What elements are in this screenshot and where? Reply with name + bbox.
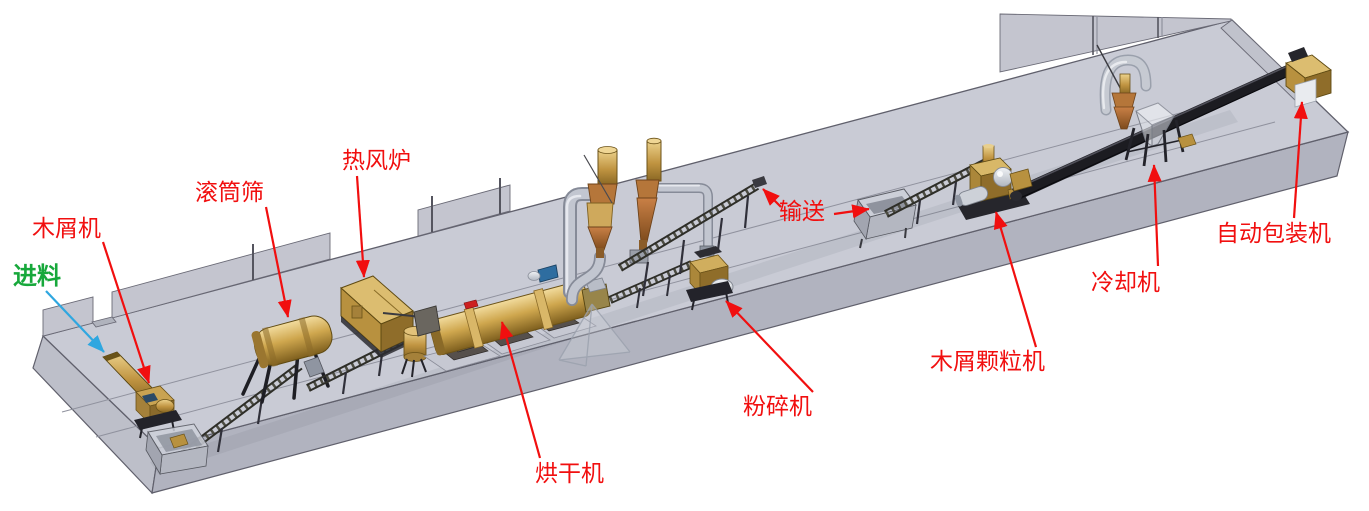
arrow-drum-screen bbox=[264, 206, 292, 318]
label-pellet-mill: 木屑颗粒机 bbox=[930, 349, 1045, 375]
cooler-duct bbox=[1099, 54, 1152, 116]
label-conveyor: 输送 bbox=[779, 199, 825, 225]
label-drum-screen: 滚筒筛 bbox=[195, 180, 264, 206]
hot-air-furnace-machine bbox=[340, 275, 433, 378]
burner-cylinder bbox=[401, 326, 427, 378]
wood-chipper-machine bbox=[102, 351, 209, 476]
arrow-conveyor-right bbox=[833, 204, 870, 219]
support-cable bbox=[583, 154, 613, 204]
thin-cyclone bbox=[629, 137, 662, 264]
mill-dome bbox=[993, 167, 1013, 187]
chipper-hopper bbox=[145, 423, 209, 476]
cyclone-separators bbox=[558, 137, 713, 367]
arrow-dryer bbox=[499, 321, 542, 459]
conveyor-head bbox=[752, 176, 767, 188]
dryer-inlet-head bbox=[413, 305, 441, 337]
annotations: 进料 木屑机 滚筒筛 热风炉 烘干机 粉碎机 输送 木屑颗粒机 冷却机 自动包装… bbox=[13, 101, 1331, 487]
chipper-motor bbox=[142, 393, 158, 403]
auto-packer-machine bbox=[1285, 47, 1332, 108]
arrow-conveyor-left bbox=[762, 188, 782, 208]
belt-head-pulley bbox=[1288, 47, 1308, 62]
dryer-drive-motor bbox=[527, 264, 559, 283]
cooler-frame bbox=[1124, 119, 1185, 167]
packer-panel bbox=[1294, 78, 1317, 108]
pipe-dryer-to-cyclone bbox=[563, 187, 599, 299]
label-feed: 进料 bbox=[13, 262, 61, 290]
arrow-cooler bbox=[1147, 164, 1162, 267]
label-wood-chipper: 木屑机 bbox=[32, 216, 101, 242]
elevated-conveyor bbox=[617, 176, 767, 297]
arrow-crusher bbox=[725, 300, 814, 393]
label-crusher: 粉碎机 bbox=[743, 394, 812, 420]
dryer-red-fitting bbox=[463, 299, 479, 310]
arrow-hot-air-furnace bbox=[355, 175, 370, 278]
arrow-wood-chipper bbox=[101, 241, 151, 384]
mill-motor bbox=[954, 186, 989, 207]
label-dryer: 烘干机 bbox=[535, 461, 604, 487]
drum-screen-machine bbox=[241, 315, 333, 404]
pipe-cyclone-underflow bbox=[566, 251, 606, 306]
arrow-feed bbox=[45, 290, 105, 353]
arrow-pellet-mill bbox=[994, 211, 1038, 348]
big-cyclone bbox=[586, 146, 618, 258]
label-cooler: 冷却机 bbox=[1091, 270, 1160, 296]
arrow-auto-packer bbox=[1292, 101, 1308, 219]
label-hot-air-furnace: 热风炉 bbox=[342, 148, 411, 174]
pipe-cyclone-to-crusher bbox=[654, 183, 713, 254]
label-auto-packer: 自动包装机 bbox=[1216, 221, 1331, 247]
cooler-machine bbox=[1096, 44, 1197, 167]
crusher-machine bbox=[686, 245, 734, 311]
rotary-dryer-machine bbox=[413, 264, 611, 372]
cooler-cyclone bbox=[1111, 73, 1137, 130]
feed-opening bbox=[91, 316, 117, 328]
